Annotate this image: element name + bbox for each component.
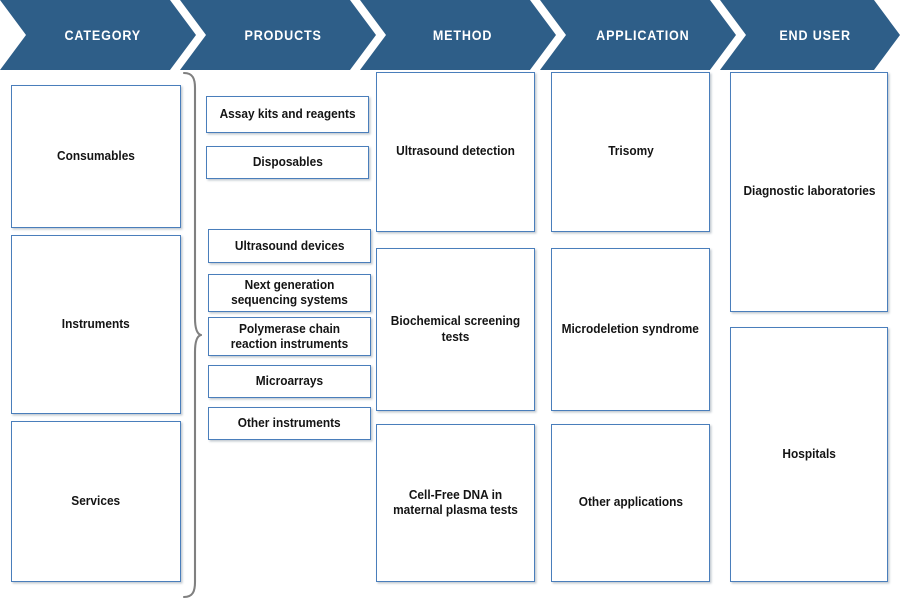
banner-step-method[interactable]: METHOD [360, 0, 556, 70]
banner-step-products-label: PRODUCTS [244, 27, 322, 43]
application-box-microdeletion-syndrome-label: Microdeletion syndrome [561, 321, 700, 336]
method-box-cell-free-dna-in-maternal-plasma-tests-label: Cell-Free DNA in maternal plasma tests [393, 487, 518, 517]
banner-step-category-label: CATEGORY [64, 27, 141, 43]
end-user-box-hospitals-label: Hospitals [782, 446, 836, 461]
product-box-polymerase-chain-reaction-instruments[interactable]: Polymerase chain reaction instruments [208, 317, 371, 356]
category-box-consumables-label: Consumables [57, 148, 135, 163]
product-box-other-instruments-label: Other instruments [238, 416, 341, 431]
banner-step-application[interactable]: APPLICATION [540, 0, 736, 70]
product-box-ultrasound-devices-label: Ultrasound devices [234, 238, 345, 253]
end-user-box-diagnostic-laboratories-label: Diagnostic laboratories [743, 184, 875, 199]
banner-step-end-user[interactable]: END USER [720, 0, 900, 70]
product-box-disposables-label: Disposables [252, 155, 323, 170]
category-box-services-label: Services [71, 493, 121, 508]
category-to-products-brace [182, 71, 202, 599]
product-box-microarrays[interactable]: Microarrays [208, 365, 371, 398]
application-box-trisomy[interactable]: Trisomy [551, 72, 710, 232]
process-step-banner: CATEGORY PRODUCTS METHOD APPLICATION END… [0, 0, 900, 70]
product-box-polymerase-chain-reaction-instruments-label: Polymerase chain reaction instruments [230, 321, 349, 351]
category-box-instruments-label: Instruments [62, 316, 130, 331]
product-box-disposables[interactable]: Disposables [206, 146, 369, 179]
method-box-ultrasound-detection-label: Ultrasound detection [396, 144, 515, 159]
end-user-box-hospitals[interactable]: Hospitals [730, 327, 888, 582]
banner-step-application-label: APPLICATION [595, 27, 690, 43]
method-box-ultrasound-detection[interactable]: Ultrasound detection [376, 72, 535, 232]
banner-step-category[interactable]: CATEGORY [0, 0, 196, 70]
method-box-biochemical-screening-tests-label: Biochemical screening tests [390, 314, 521, 344]
product-box-other-instruments[interactable]: Other instruments [208, 407, 371, 440]
banner-step-products[interactable]: PRODUCTS [180, 0, 376, 70]
application-box-other-applications[interactable]: Other applications [551, 424, 710, 582]
product-box-next-generation-sequencing-systems[interactable]: Next generation sequencing systems [208, 274, 371, 312]
application-box-other-applications-label: Other applications [578, 495, 683, 510]
product-box-assay-kits-and-reagents[interactable]: Assay kits and reagents [206, 96, 369, 133]
category-box-instruments[interactable]: Instruments [11, 235, 181, 414]
end-user-box-diagnostic-laboratories[interactable]: Diagnostic laboratories [730, 72, 888, 312]
banner-step-end-user-label: END USER [778, 27, 851, 43]
product-box-microarrays-label: Microarrays [255, 374, 324, 389]
product-box-assay-kits-and-reagents-label: Assay kits and reagents [219, 107, 356, 122]
product-box-next-generation-sequencing-systems-label: Next generation sequencing systems [231, 278, 348, 307]
application-box-trisomy-label: Trisomy [607, 144, 654, 159]
method-box-cell-free-dna-in-maternal-plasma-tests[interactable]: Cell-Free DNA in maternal plasma tests [376, 424, 535, 582]
category-box-consumables[interactable]: Consumables [11, 85, 181, 228]
category-box-services[interactable]: Services [11, 421, 181, 582]
application-box-microdeletion-syndrome[interactable]: Microdeletion syndrome [551, 248, 710, 411]
method-box-biochemical-screening-tests[interactable]: Biochemical screening tests [376, 248, 535, 411]
product-box-ultrasound-devices[interactable]: Ultrasound devices [208, 229, 371, 263]
banner-step-method-label: METHOD [432, 27, 493, 43]
